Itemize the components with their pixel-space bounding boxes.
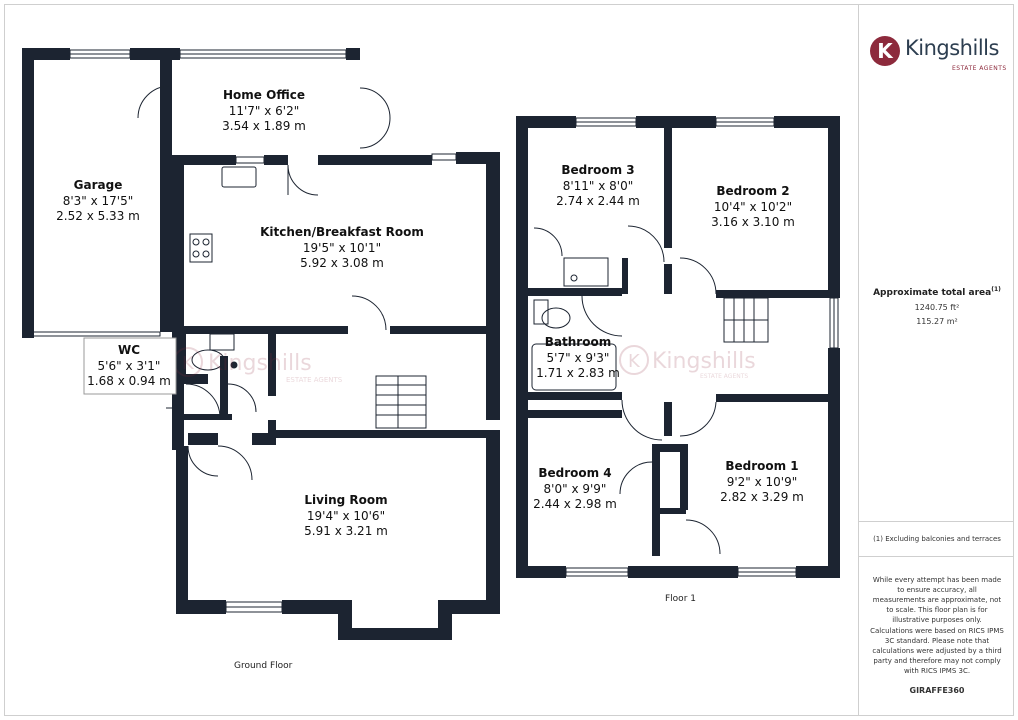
room-name-bedroom3: Bedroom 3 [561, 163, 634, 177]
room-metric-bedroom3: 2.74 x 2.44 m [556, 194, 640, 208]
first-floor-windows [517, 117, 839, 577]
brand-name: Kingshills [905, 36, 999, 60]
disclaimer-note: While every attempt has been made to ens… [872, 576, 1002, 624]
ground-floor-fixtures [189, 166, 257, 371]
room-metric-bedroom1: 2.82 x 3.29 m [720, 490, 804, 504]
ground-floor-doors [137, 85, 427, 481]
room-name-bedroom1: Bedroom 1 [725, 459, 798, 473]
first-floor-fixtures [531, 257, 617, 391]
room-imperial-garage: 8'3" x 17'5" [63, 194, 134, 208]
watermark-ground-name: Kingshills [208, 351, 312, 376]
watermark-first: K Kingshills ESTATE AGENTS [619, 345, 756, 380]
room-imperial-wc: 5'6" x 3'1" [98, 359, 161, 373]
total-area-marker: (1) [991, 286, 1001, 293]
divider-2 [858, 556, 1014, 557]
watermark-ground: K Kingshills ESTATE AGENTS [173, 347, 343, 384]
watermark-first-tagline: ESTATE AGENTS [700, 373, 748, 380]
calculation-note: Calculations were based on RICS IPMS 3C … [870, 627, 1004, 675]
brand-initial: K [870, 36, 900, 66]
room-name-garage: Garage [74, 178, 123, 192]
floor-label-first: Floor 1 [665, 594, 696, 604]
room-metric-home-office: 3.54 x 1.89 m [222, 119, 306, 133]
room-imperial-bedroom1: 9'2" x 10'9" [727, 475, 798, 489]
entrance-arrow-icon [166, 403, 179, 413]
room-metric-bathroom: 1.71 x 2.83 m [536, 366, 620, 380]
wc-label-box [83, 337, 177, 395]
room-name-bedroom2: Bedroom 2 [716, 184, 789, 198]
room-name-bathroom: Bathroom [545, 335, 611, 349]
room-name-kitchen: Kitchen/Breakfast Room [260, 225, 424, 239]
credit-logo: GIRAFFE360 [909, 686, 965, 695]
info-panel [858, 4, 1014, 716]
room-metric-wc: 1.68 x 0.94 m [87, 374, 171, 388]
ground-floor-windows [25, 49, 457, 639]
room-name-living: Living Room [304, 493, 387, 507]
room-name-wc: WC [118, 343, 140, 357]
room-imperial-kitchen: 19'5" x 10'1" [303, 241, 381, 255]
total-area-m: 115.27 m² [916, 317, 958, 326]
total-area-title: Approximate total area(1) [862, 286, 1012, 298]
watermark-ground-tagline: ESTATE AGENTS [286, 376, 343, 384]
room-imperial-bathroom: 5'7" x 9'3" [547, 351, 610, 365]
watermark-first-name: Kingshills [652, 349, 756, 374]
total-area-ft: 1240.75 ft² [914, 303, 960, 312]
room-name-bedroom4: Bedroom 4 [538, 466, 611, 480]
room-imperial-bedroom3: 8'11" x 8'0" [563, 179, 634, 193]
brand-tagline: ESTATE AGENTS [952, 65, 1007, 72]
room-imperial-bedroom2: 10'4" x 10'2" [714, 200, 792, 214]
room-name-home-office: Home Office [223, 88, 305, 102]
first-floor-walls [516, 116, 840, 578]
exclusion-note: (1) Excluding balconies and terraces [873, 535, 1001, 543]
svg-text:K: K [628, 351, 641, 372]
first-floor-doors [533, 225, 769, 555]
room-metric-bedroom2: 3.16 x 3.10 m [711, 215, 795, 229]
floor-label-ground: Ground Floor [234, 661, 293, 671]
brand-logo: K Kingshills ESTATE AGENTS [862, 30, 1014, 80]
total-area-title-text: Approximate total area [873, 288, 992, 298]
room-imperial-bedroom4: 8'0" x 9'9" [544, 482, 607, 496]
page-frame [4, 4, 1014, 716]
room-metric-bedroom4: 2.44 x 2.98 m [533, 497, 617, 511]
divider-1 [858, 521, 1014, 522]
svg-text:K: K [182, 353, 195, 374]
room-imperial-living: 19'4" x 10'6" [307, 509, 385, 523]
room-metric-kitchen: 5.92 x 3.08 m [300, 256, 384, 270]
room-metric-garage: 2.52 x 5.33 m [56, 209, 140, 223]
room-imperial-home-office: 11'7" x 6'2" [229, 104, 300, 118]
room-metric-living: 5.91 x 3.21 m [304, 524, 388, 538]
